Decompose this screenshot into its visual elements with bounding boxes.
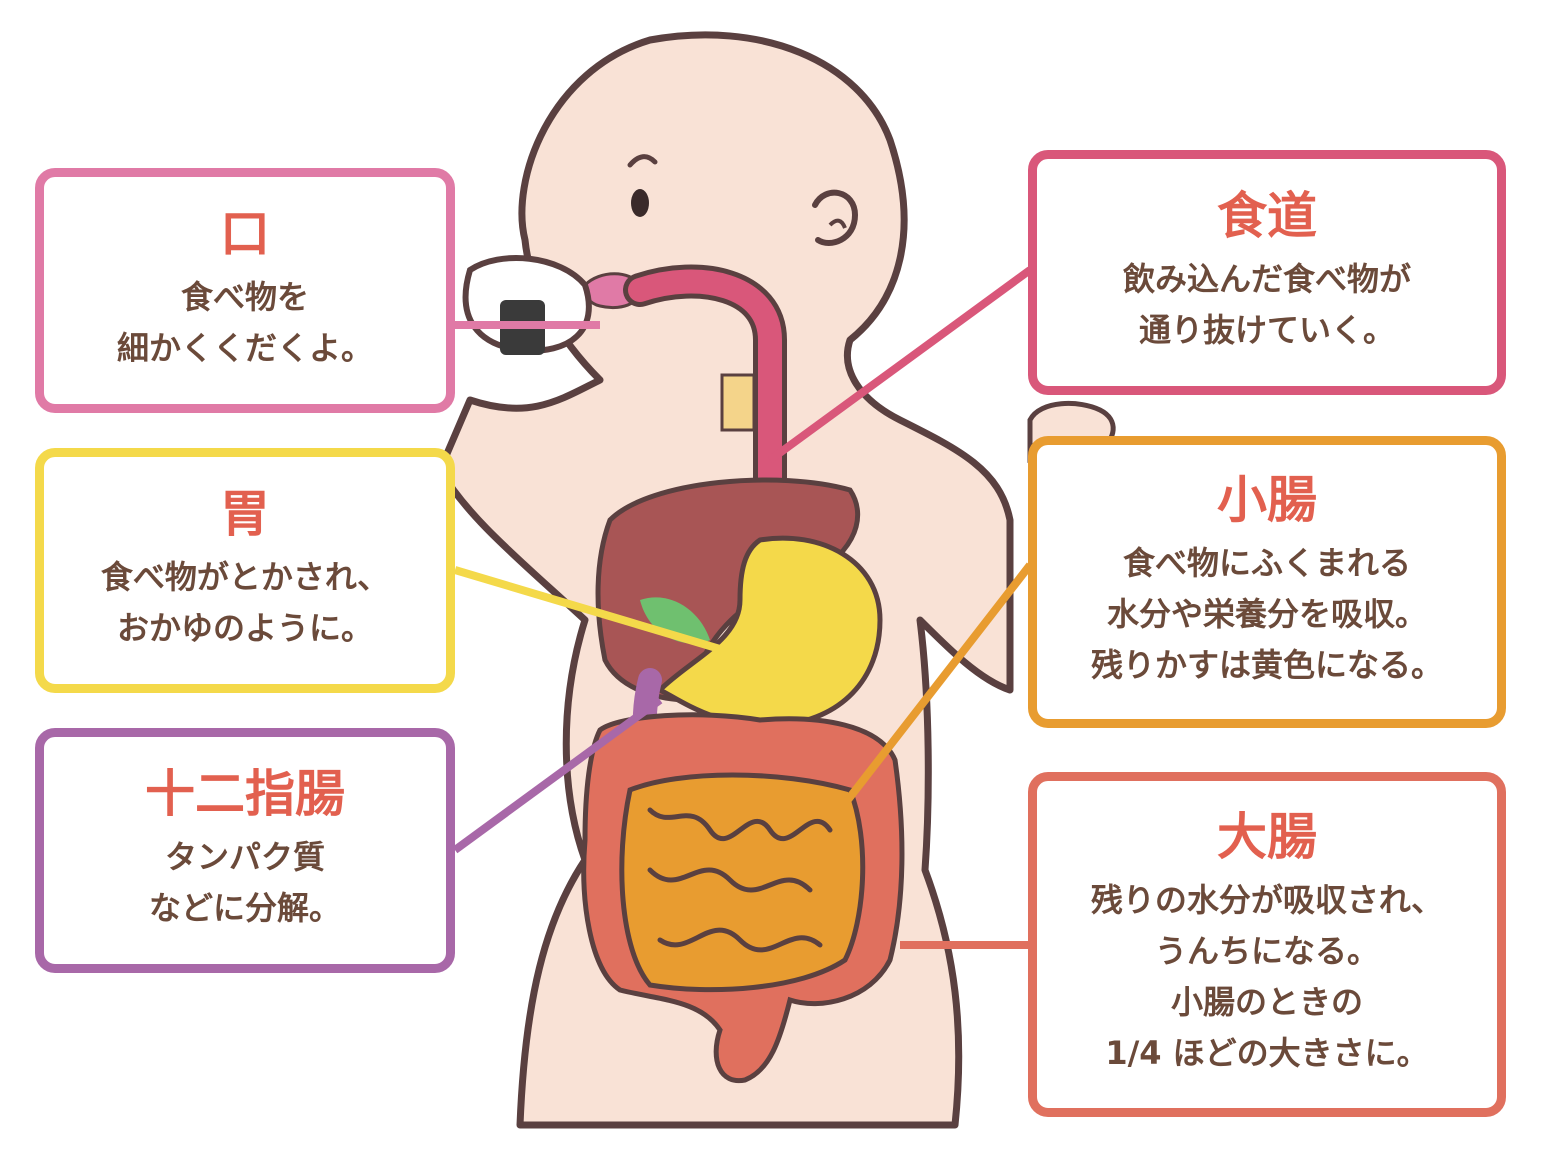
large-intestine-desc-line-4: 1/4 ほどの大きさに。: [1105, 1034, 1429, 1073]
small-intestine-title: 小腸: [1217, 470, 1317, 529]
stomach-label-box: 胃 食べ物がとかされ、 おかゆのように。: [35, 448, 455, 693]
mouth-desc-line-2: 細かくくだくよ。: [116, 329, 373, 367]
gallbladder: [640, 597, 710, 644]
duodenum-desc-line-1: タンパク質: [164, 837, 325, 876]
esophagus-desc-line-1: 飲み込んだ食べ物が: [1122, 259, 1411, 298]
duodenum-desc-line-2: などに分解。: [148, 889, 341, 927]
small-intestine-organ: [619, 772, 866, 993]
small-intestine-label-box: 小腸 食べ物にふくまれる 水分や栄養分を吸収。 残りかすは黄色になる。: [1028, 436, 1506, 728]
connector-stomach: [453, 566, 742, 659]
small-intestine-desc-line-3: 残りかすは黄色になる。: [1090, 646, 1443, 685]
eyebrow: [627, 154, 658, 168]
esophagus-inner: [628, 269, 782, 502]
large-intestine-desc-line-1: 残りの水分が吸収され、: [1090, 880, 1444, 919]
ear-inner: [828, 218, 847, 229]
duodenum-label-box: 十二指腸 タンパク質 などに分解。: [35, 728, 455, 973]
esophagus-title: 食道: [1217, 186, 1317, 245]
small-intestine-desc-line-2: 水分や栄養分を吸収。: [1106, 594, 1427, 633]
connector-esophagus: [767, 266, 1033, 464]
mouth-desc-line-1: 食べ物を: [180, 277, 309, 316]
esophagus-desc-line-2: 通り抜けていく。: [1138, 311, 1395, 349]
large-intestine-label-box: 大腸 残りの水分が吸収され、 うんちになる。 小腸のときの 1/4 ほどの大きさ…: [1028, 772, 1506, 1117]
mouth-label-box: 口 食べ物を 細かくくだくよ。: [35, 168, 455, 413]
eye: [631, 189, 649, 217]
stomach-desc-line-2: おかゆのように。: [116, 609, 373, 647]
large-intestine-title: 大腸: [1217, 807, 1317, 866]
stomach-desc-line-1: 食べ物がとかされ、: [100, 557, 390, 596]
large-intestine-desc-line-3: 小腸のときの: [1170, 983, 1363, 1021]
connector-duodenum: [452, 696, 663, 854]
esophagus-label-box: 食道 飲み込んだ食べ物が 通り抜けていく。: [1028, 150, 1506, 395]
small-intestine-desc-line-1: 食べ物にふくまれる: [1122, 543, 1411, 582]
ear: [812, 189, 859, 246]
small-intestine-folds: [647, 807, 833, 953]
mouth-title: 口: [220, 204, 270, 263]
trachea: [720, 373, 756, 432]
stomach-title: 胃: [220, 484, 270, 543]
duodenum-title: 十二指腸: [145, 764, 345, 823]
connector-small-intestine: [836, 562, 1034, 813]
large-intestine-desc-line-2: うんちになる。: [1154, 931, 1379, 970]
